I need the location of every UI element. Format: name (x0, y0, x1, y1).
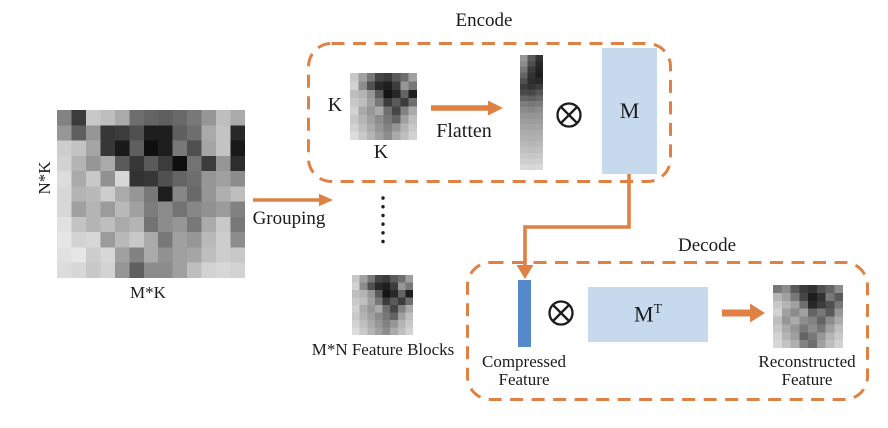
flatten-arrow (431, 100, 503, 116)
m-matrix-box: M (602, 48, 657, 174)
decode-output-arrow (722, 303, 765, 323)
m-to-decode-connector (516, 174, 631, 279)
encode-title: Encode (455, 10, 513, 31)
flatten-label: Flatten (436, 120, 492, 142)
otimes-icon (548, 300, 574, 326)
flattened-feature-strip (520, 55, 543, 170)
input-cols-label: M*K (130, 283, 166, 302)
mn-feature-block (352, 275, 413, 335)
otimes-icon (556, 102, 582, 128)
reconstructed-feature-label: Reconstructed Feature (758, 352, 856, 389)
decode-box-border (466, 261, 869, 401)
input-feature-map (57, 110, 245, 278)
m-transpose-matrix-box: MT (588, 287, 708, 342)
decode-title: Decode (677, 235, 737, 256)
grouping-arrow (253, 193, 333, 207)
k-left-label: K (327, 94, 343, 116)
m-matrix-label: M (619, 98, 640, 123)
grouping-label: Grouping (252, 208, 326, 229)
k-by-k-feature-block (350, 73, 417, 140)
compressed-feature-label: Compressed Feature (481, 352, 567, 389)
k-bottom-label: K (373, 141, 389, 163)
reconstructed-feature-block (773, 285, 843, 348)
compressed-feature-bar (518, 280, 531, 347)
encode-box-border (307, 42, 672, 183)
feature-blocks-label: M*N Feature Blocks (311, 340, 455, 359)
m-transpose-label: MT (634, 301, 662, 327)
input-rows-label: N*K (35, 161, 55, 195)
